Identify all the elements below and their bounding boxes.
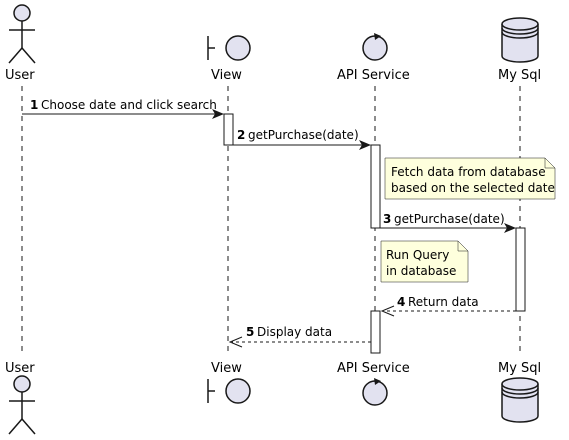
- message-1: 1 Choose date and click search: [22, 98, 224, 119]
- message-1-label: Choose date and click search: [41, 98, 217, 112]
- control-icon: [362, 378, 388, 406]
- activation-db: [515, 227, 526, 312]
- actor-icon: [8, 4, 36, 64]
- message-2-number: 2: [237, 128, 245, 142]
- message-1-number: 1: [30, 98, 38, 112]
- database-icon: [501, 17, 539, 63]
- note-1-line-1: Fetch data from database: [391, 165, 546, 179]
- message-3: 3 getPurchase(date): [380, 212, 516, 233]
- participant-label-user-bottom: User: [5, 361, 35, 376]
- message-3-label: getPurchase(date): [394, 212, 505, 226]
- message-4-label: Return data: [408, 295, 479, 309]
- boundary-icon: [207, 35, 251, 61]
- participant-label-api: API Service: [337, 68, 410, 83]
- participant-label-view: View: [211, 68, 242, 83]
- message-5: 5 Display data: [228, 325, 371, 348]
- actor-icon: [8, 375, 36, 435]
- message-5-number: 5: [246, 325, 254, 339]
- control-icon: [362, 33, 388, 61]
- note-fetch-data: Fetch data from database based on the se…: [384, 157, 556, 200]
- note-2-line-2: in database: [386, 264, 456, 278]
- database-icon: [501, 377, 539, 423]
- note-2-line-1: Run Query: [386, 248, 449, 262]
- participant-label-db-bottom: My Sql: [498, 361, 541, 376]
- participant-label-view-bottom: View: [211, 361, 242, 376]
- boundary-icon: [207, 378, 251, 404]
- message-3-number: 3: [383, 212, 391, 226]
- note-run-query: Run Query in database: [380, 240, 469, 283]
- activation-api-1: [370, 144, 381, 229]
- activation-api-2: [370, 310, 381, 354]
- message-5-label: Display data: [257, 325, 332, 339]
- participant-label-db: My Sql: [498, 68, 541, 83]
- message-4-number: 4: [397, 295, 405, 309]
- message-4: 4 Return data: [380, 295, 516, 317]
- participant-label-user: User: [5, 68, 35, 83]
- message-2: 2 getPurchase(date): [233, 128, 371, 150]
- note-1-line-2: based on the selected date: [391, 181, 555, 195]
- participant-label-api-bottom: API Service: [337, 361, 410, 376]
- message-2-label: getPurchase(date): [248, 128, 359, 142]
- activation-view: [223, 113, 234, 146]
